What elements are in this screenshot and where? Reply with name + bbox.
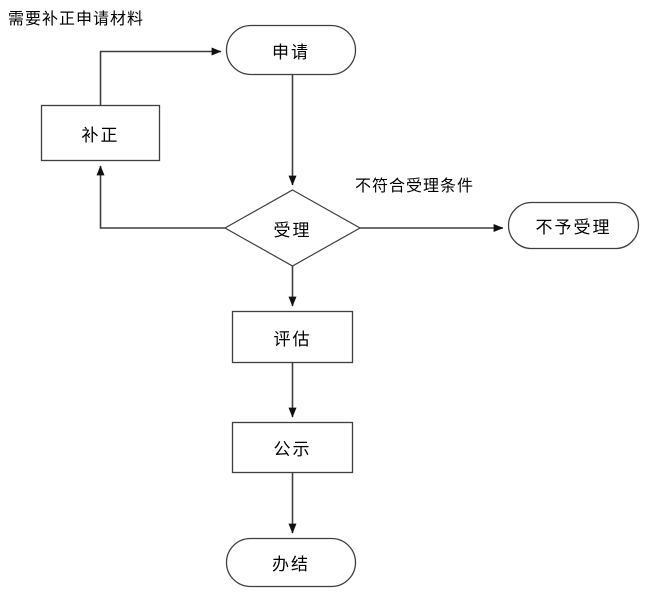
edge-label-not-meeting-conditions: 不符合受理条件 — [355, 176, 475, 195]
node-publicize-shape — [231, 421, 354, 474]
node-evaluate[interactable] — [232, 311, 353, 363]
node-reject[interactable] — [508, 202, 639, 249]
node-apply-shape — [225, 24, 357, 76]
node-complete-shape — [225, 537, 357, 588]
edge-accept-to-correction — [96, 165, 225, 229]
node-correction-shape — [40, 104, 161, 162]
node-complete[interactable] — [226, 538, 356, 587]
edge-correction-to-apply — [99, 47, 222, 105]
node-correction[interactable] — [41, 105, 160, 161]
node-apply[interactable] — [226, 25, 356, 75]
node-evaluate-shape — [231, 310, 354, 364]
edge-label-need-correction: 需要补正申请材料 — [8, 9, 145, 28]
node-publicize[interactable] — [232, 422, 353, 473]
node-reject-shape — [507, 201, 640, 250]
node-accept[interactable] — [225, 190, 360, 266]
